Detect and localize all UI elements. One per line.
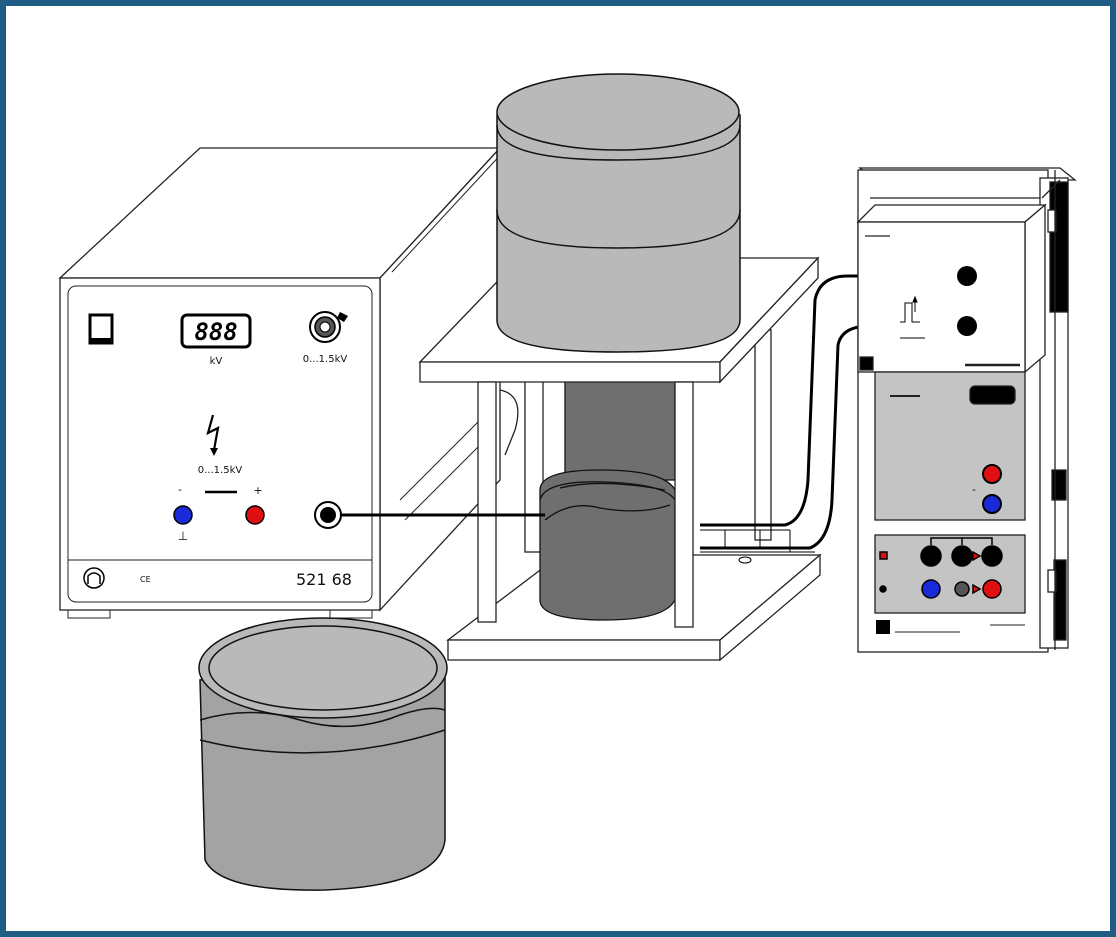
module-lower-panel [874,371,1026,614]
hv-output-socket[interactable] [314,501,342,529]
catalog-number: 521 68 [296,570,352,589]
box-input-upper-socket[interactable] [957,266,977,286]
kv-display: 888 [180,313,252,349]
display-unit: kV [210,356,223,367]
module-red-socket[interactable] [982,464,1002,484]
cables-thin [700,529,815,564]
plus-sign: + [253,484,262,497]
top-cylinder [496,73,741,353]
inner-cylinder [539,379,676,621]
module-minus-label: - [972,483,976,496]
socket-positive-red[interactable] [245,505,265,525]
lightning-arrow-icon [206,414,220,456]
output-range-label: 0...1.5kV [198,465,243,476]
module-socket-row-upper[interactable] [879,537,1003,567]
module-socket-row-lower[interactable] [879,579,1002,599]
socket-negative-blue[interactable] [173,505,193,525]
ground-symbol: ⊥ [178,529,188,543]
manufacturer-logo-icon [83,567,105,589]
stand-front-legs [477,381,694,628]
voltage-knob[interactable] [309,311,348,343]
module-corner-mark [876,620,890,634]
pulse-symbol-icon [900,295,925,339]
box-input-lower-socket[interactable] [957,316,977,336]
knob-range-label: 0...1.5kV [303,354,348,365]
bucket [198,617,448,891]
power-supply [58,146,506,619]
minus-sign: - [178,483,182,496]
display-digits: 888 [194,318,237,346]
plug-in-box [856,203,1047,374]
module-blue-socket[interactable] [982,494,1002,514]
ce-mark: CE [140,575,151,584]
power-switch[interactable] [88,313,114,345]
